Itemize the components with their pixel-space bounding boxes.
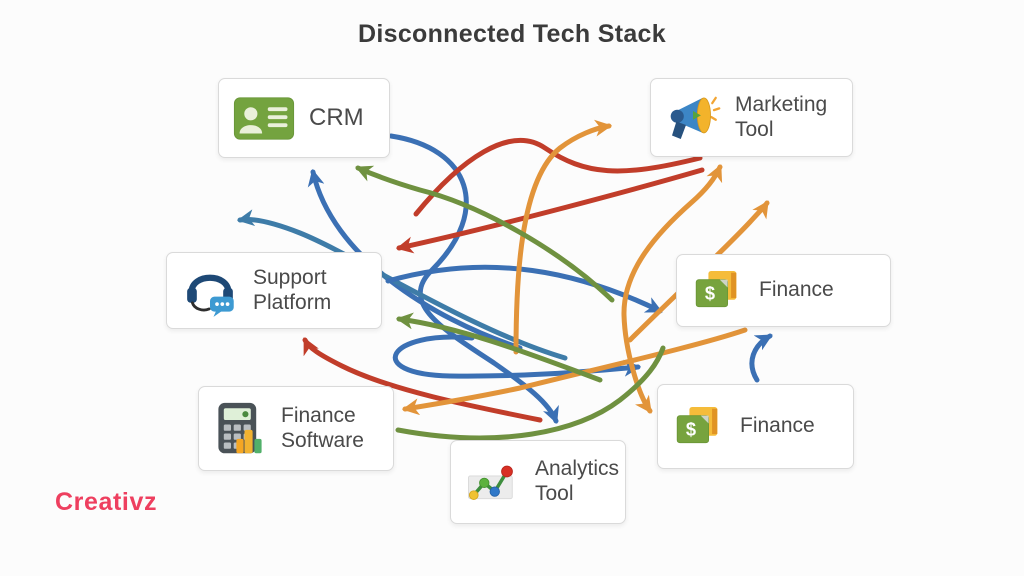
headset-chat-icon <box>181 263 239 318</box>
tangled-arrow-blue-6 <box>749 333 773 383</box>
node-label: Finance <box>740 414 815 438</box>
tangled-arrow-orange-4 <box>513 119 613 355</box>
node-analytics-tool: Analytics Tool <box>450 440 626 524</box>
dollar-glyph: $ <box>686 418 696 439</box>
dollar-glyph: $ <box>705 282 715 303</box>
node-label: Finance <box>759 278 834 302</box>
tangled-arrow-red-3 <box>302 337 543 423</box>
node-label: Support Platform <box>253 265 332 314</box>
node-marketing-tool: Marketing Tool <box>650 78 853 157</box>
tangled-arrow-orange-2 <box>627 200 770 343</box>
node-support-platform: Support Platform <box>166 252 382 329</box>
line-chart-icon <box>465 460 521 504</box>
tangled-arrow-orange-1 <box>621 164 723 414</box>
tangled-arrow-orange-3 <box>401 327 748 416</box>
page-title: Disconnected Tech Stack <box>358 20 666 48</box>
tangled-arrow-green-2 <box>395 312 603 383</box>
contact-card-icon <box>233 95 295 142</box>
calculator-chart-icon <box>213 401 267 457</box>
node-label: Marketing Tool <box>735 92 828 141</box>
tangled-arrow-green-3 <box>395 345 666 441</box>
money-folder-icon: $ <box>672 404 726 450</box>
brand-logo: Creativz <box>55 488 158 516</box>
tangled-arrow-green-1 <box>355 165 615 303</box>
node-finance-software: Finance Software <box>198 386 394 471</box>
node-label: CRM <box>309 103 364 131</box>
node-label: Finance Software <box>281 403 364 452</box>
tangled-arrow-blue-5 <box>385 264 663 314</box>
node-crm: CRM <box>218 78 390 158</box>
node-finance-bottom: $ Finance <box>657 384 854 469</box>
money-folder-icon: $ <box>691 268 745 314</box>
node-label: Analytics Tool <box>535 457 620 505</box>
megaphone-icon <box>665 92 721 144</box>
node-finance-mid: $ Finance <box>676 254 891 327</box>
